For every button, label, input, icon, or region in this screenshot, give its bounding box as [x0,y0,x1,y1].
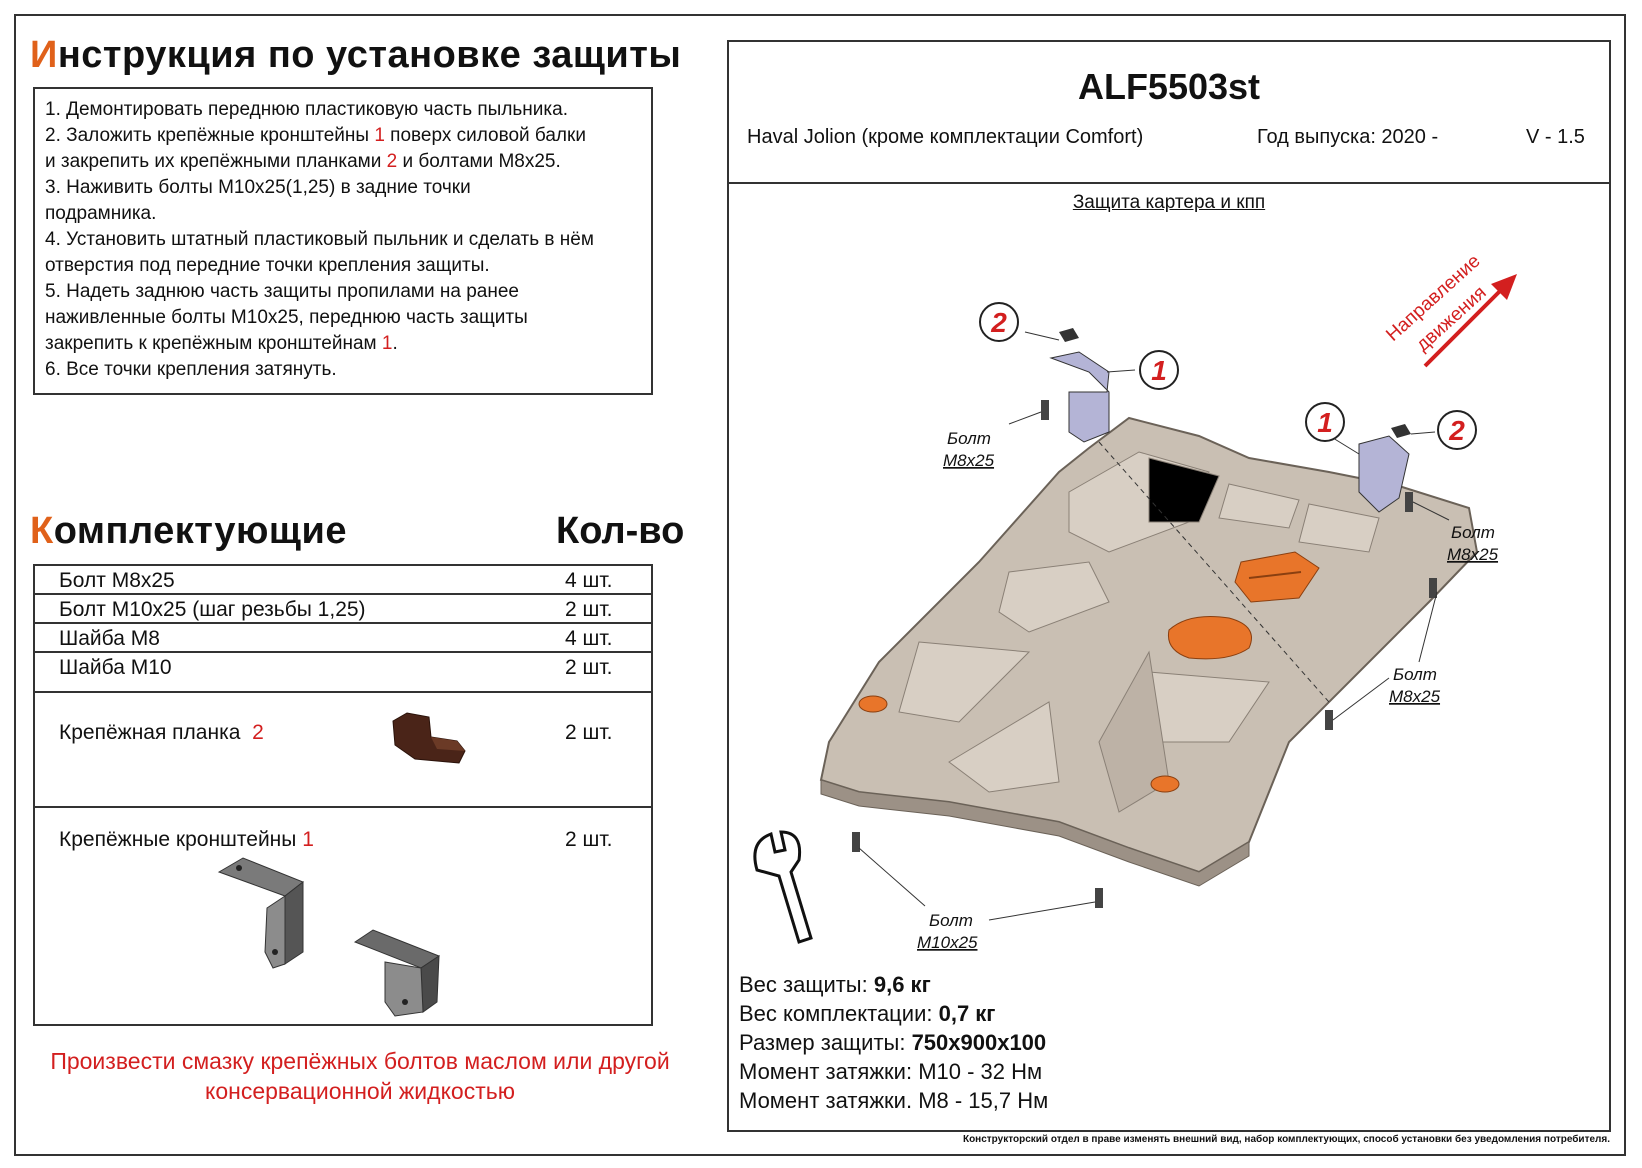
bolt-icon [852,832,860,852]
diagram-subtitle: Защита картера и кпп [1072,192,1266,213]
model-year: Год выпуска: 2020 - [1257,126,1439,148]
callout-2-left: 2 [979,302,1019,342]
leader-line [1008,411,1042,425]
plate-rib [998,561,1110,633]
step-line: наживленные болты М10х25, переднюю часть… [45,307,528,328]
header-divider [729,182,1609,184]
plate-rib [898,641,1031,723]
rear-hatch-left [858,695,888,713]
direction-arrow-icon [1491,274,1517,300]
leader-line [858,847,926,907]
oil-drain-hatch [1234,551,1320,603]
parts-title-rest: омплектующие [53,510,347,552]
instructions-title: Инструкция по установке защиты [30,34,681,77]
direction-arrow-shaft [1423,286,1505,368]
step-line: 4. Установить штатный пластиковый пыльни… [45,229,594,250]
step-line: и закрепить их крепёжными планками 2 и б… [45,151,561,172]
table-row: Болт М10х25 (шаг резьбы 1,25)2 шт. [35,595,651,624]
step-line: 5. Надеть заднюю часть защиты пропилами … [45,281,519,302]
svg-text:2: 2 [990,307,1007,338]
bolt-label-size: М8х25 [1447,545,1499,564]
plate-rib [1218,483,1300,529]
spec-size: Размер защиты: 750х900х100 [739,1030,1047,1055]
step-line: 6. Все точки крепления затянуть. [45,359,337,380]
plate-rib [1298,503,1380,553]
step-line: закрепить к крепёжным кронштейнам 1. [45,333,398,354]
spec-list: Вес защиты: 9,6 кг Вес комплектации: 0,7… [739,970,1048,1115]
bolt-label-word: Болт [947,429,991,448]
leader-line [1410,431,1436,435]
bolt-icon [1429,578,1437,598]
installation-diagram: 2 1 1 2 Болт М8х25 Болт М8х25 Болт М8х25… [753,251,1517,952]
bolt-icon [1405,492,1413,512]
leader-line [1332,677,1390,721]
mounting-bracket-image [217,857,441,1017]
product-code: ALF5503st [1077,66,1261,107]
parts-title: Комплектующие [30,510,347,553]
parts-title-initial: К [30,510,54,552]
bolt-icon [1325,710,1333,730]
hatch-handle [1248,571,1302,579]
bolt-label-word: Болт [1393,665,1437,684]
step-line: подрамника. [45,203,157,224]
page-frame [14,14,1626,1156]
plate-rib [1148,457,1220,523]
instructions-title-rest: нструкция по установке защиты [57,34,682,76]
spec-torque-m10: Момент затяжки: М10 - 32 Нм [739,1059,1043,1084]
skid-plate-edge [820,779,1250,887]
mounting-plate-image [392,712,466,764]
plate-rib [948,701,1060,793]
leader-line [1418,591,1438,663]
table-row: Крепёжные кронштейны 1 2 шт. [35,808,651,1024]
svg-text:1: 1 [1151,355,1167,386]
bolt-labels: Болт М8х25 Болт М8х25 Болт М8х25 Болт М1… [917,429,1499,952]
wrench-icon [753,830,813,944]
leader-line [1332,437,1360,455]
disclaimer-footnote: Конструкторский отдел в праве изменять в… [962,1134,1610,1145]
callout-1-right: 1 [1305,402,1345,442]
install-guide-line [1098,441,1330,703]
bolt-label-size: М8х25 [943,451,995,470]
callout-1-left: 1 [1139,350,1179,390]
bolt-label-word: Болт [1451,523,1495,542]
plate-left [1059,328,1079,342]
leader-line [1412,501,1450,521]
table-row: Крепёжная планка 2 2 шт. [35,693,651,808]
leader-line [988,901,1096,921]
rear-hatch-right [1150,775,1180,793]
svg-text:2: 2 [1448,415,1465,446]
bolt-icon [1095,888,1103,908]
filter-hatch [1167,616,1252,660]
bolt-label-size: М8х25 [1389,687,1441,706]
step-line: 3. Наживить болты М10х25(1,25) в задние … [45,177,471,198]
bracket-right [1358,435,1410,513]
product-panel: ALF5503st Haval Jolion (кроме комплектац… [727,40,1611,1132]
car-model: Haval Jolion (кроме комплектации Comfort… [747,126,1144,148]
spec-torque-m8: Момент затяжки. М8 - 15,7 Нм [739,1088,1049,1113]
bolt-label-word: Болт [929,911,973,930]
step-line: отверстия под передние точки крепления з… [45,255,490,276]
instructions-box: 1. Демонтировать переднюю пластиковую ча… [33,87,653,395]
bolt-label-size: М10х25 [917,933,978,952]
instructions-title-initial: И [30,34,58,76]
step-line: 2. Заложить крепёжные кронштейны 1 повер… [45,125,586,146]
qty-header: Кол-во [556,510,685,552]
bracket-left [1049,351,1110,443]
callout-2-right: 2 [1437,410,1477,450]
leader-line [1106,369,1136,373]
version: V - 1.5 [1526,126,1585,148]
spec-kit-weight: Вес комплектации: 0,7 кг [739,1001,996,1026]
spec-weight: Вес защиты: 9,6 кг [739,972,931,997]
svg-text:1: 1 [1317,407,1333,438]
step-line: 1. Демонтировать переднюю пластиковую ча… [45,99,568,120]
lubrication-note: Произвести смазку крепёжных болтов масло… [50,1048,670,1104]
direction-indicator: Направление движения [1382,251,1517,368]
plate-right [1391,424,1411,438]
leader-line [1024,331,1060,341]
bolt-icon [1041,400,1049,420]
